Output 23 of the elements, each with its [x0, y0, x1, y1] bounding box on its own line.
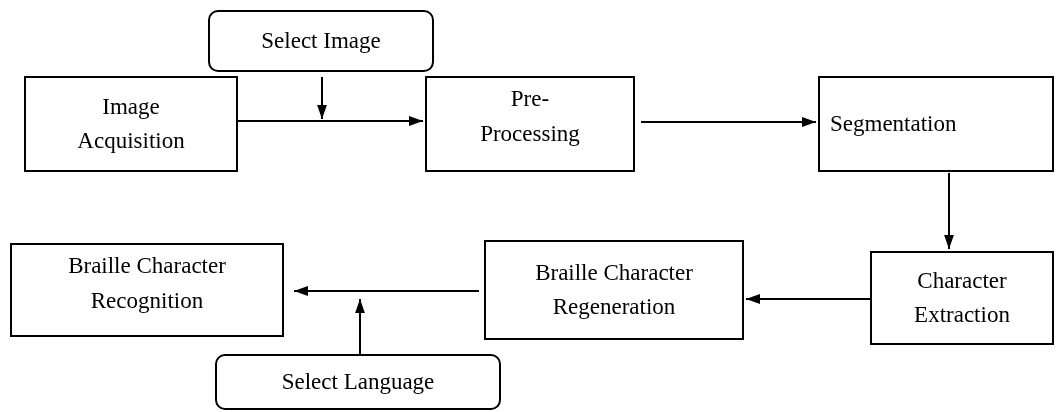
box-label: Segmentation: [830, 109, 957, 138]
process-box: [425, 76, 635, 172]
box-label: Character Extraction: [913, 266, 1011, 329]
arrow: [944, 172, 954, 250]
box-label: Select Image: [261, 26, 381, 55]
arrow: [355, 298, 365, 355]
process-box: [10, 243, 284, 337]
process-box: [870, 251, 1054, 345]
box-label: Braille Character Recognition: [67, 252, 227, 315]
process-box: [24, 76, 238, 172]
box-label: Pre- Processing: [479, 85, 581, 148]
arrow: [745, 294, 871, 304]
arrow: [237, 116, 424, 126]
box-label: Image Acquisition: [76, 92, 186, 155]
arrow: [293, 286, 480, 296]
arrow: [640, 117, 817, 127]
input-box: [215, 354, 501, 410]
process-box: [484, 240, 744, 340]
box-label: Braille Character Regeneration: [534, 258, 694, 321]
input-box: [208, 10, 434, 72]
process-box: [818, 76, 1054, 172]
box-label: Select Language: [281, 367, 435, 396]
arrow: [317, 76, 327, 120]
